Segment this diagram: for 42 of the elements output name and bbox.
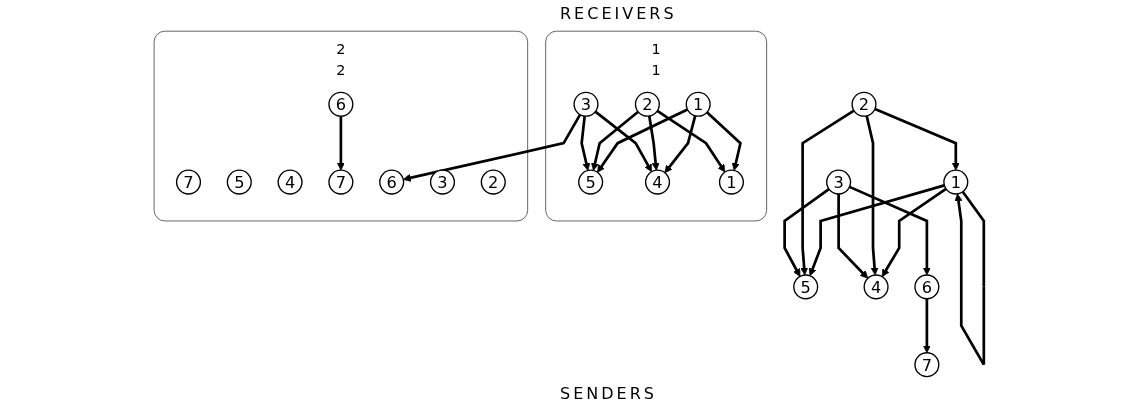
arrow [922, 298, 931, 354]
node-circle: 4 [644, 169, 671, 195]
arrow [954, 190, 986, 366]
node-circle: 6 [328, 91, 354, 117]
arrow [594, 110, 653, 173]
node-circle: 3 [826, 169, 852, 195]
node-circle: 7 [175, 169, 202, 195]
node-circle: 6 [379, 169, 405, 195]
arrow [597, 108, 689, 173]
senders-heading: SENDERS [560, 384, 657, 403]
node-circle: 3 [429, 169, 456, 195]
arrow [783, 187, 830, 277]
node-circle: 5 [578, 169, 604, 195]
arrow [402, 113, 582, 182]
node-circle: 2 [634, 91, 660, 117]
node-circle: 4 [863, 274, 889, 300]
arrow [336, 116, 345, 171]
node-circle: 1 [943, 169, 969, 195]
node-circle: 7 [914, 352, 940, 378]
node-circle: 1 [718, 169, 744, 195]
node-circle: 6 [914, 274, 940, 300]
arrow [874, 107, 960, 171]
arrow [865, 115, 879, 276]
arrow [808, 184, 945, 277]
node-circle: 7 [328, 169, 354, 195]
arrow [647, 115, 660, 171]
node-circle: 3 [573, 91, 599, 117]
arrow [591, 110, 639, 171]
arrow [664, 115, 697, 174]
node-circle: 5 [226, 169, 252, 195]
node-circle: 4 [277, 169, 303, 195]
arrow [881, 187, 947, 277]
arrow [580, 115, 591, 171]
node-circle: 5 [793, 274, 819, 300]
arrow [656, 109, 726, 173]
node-circle: 2 [480, 169, 506, 195]
node-circle: 2 [851, 91, 877, 117]
receivers-heading: RECEIVERS [560, 4, 677, 23]
arrow [848, 185, 931, 276]
arrow [837, 194, 869, 279]
arrow [706, 111, 742, 171]
node-circle: 1 [685, 91, 711, 117]
